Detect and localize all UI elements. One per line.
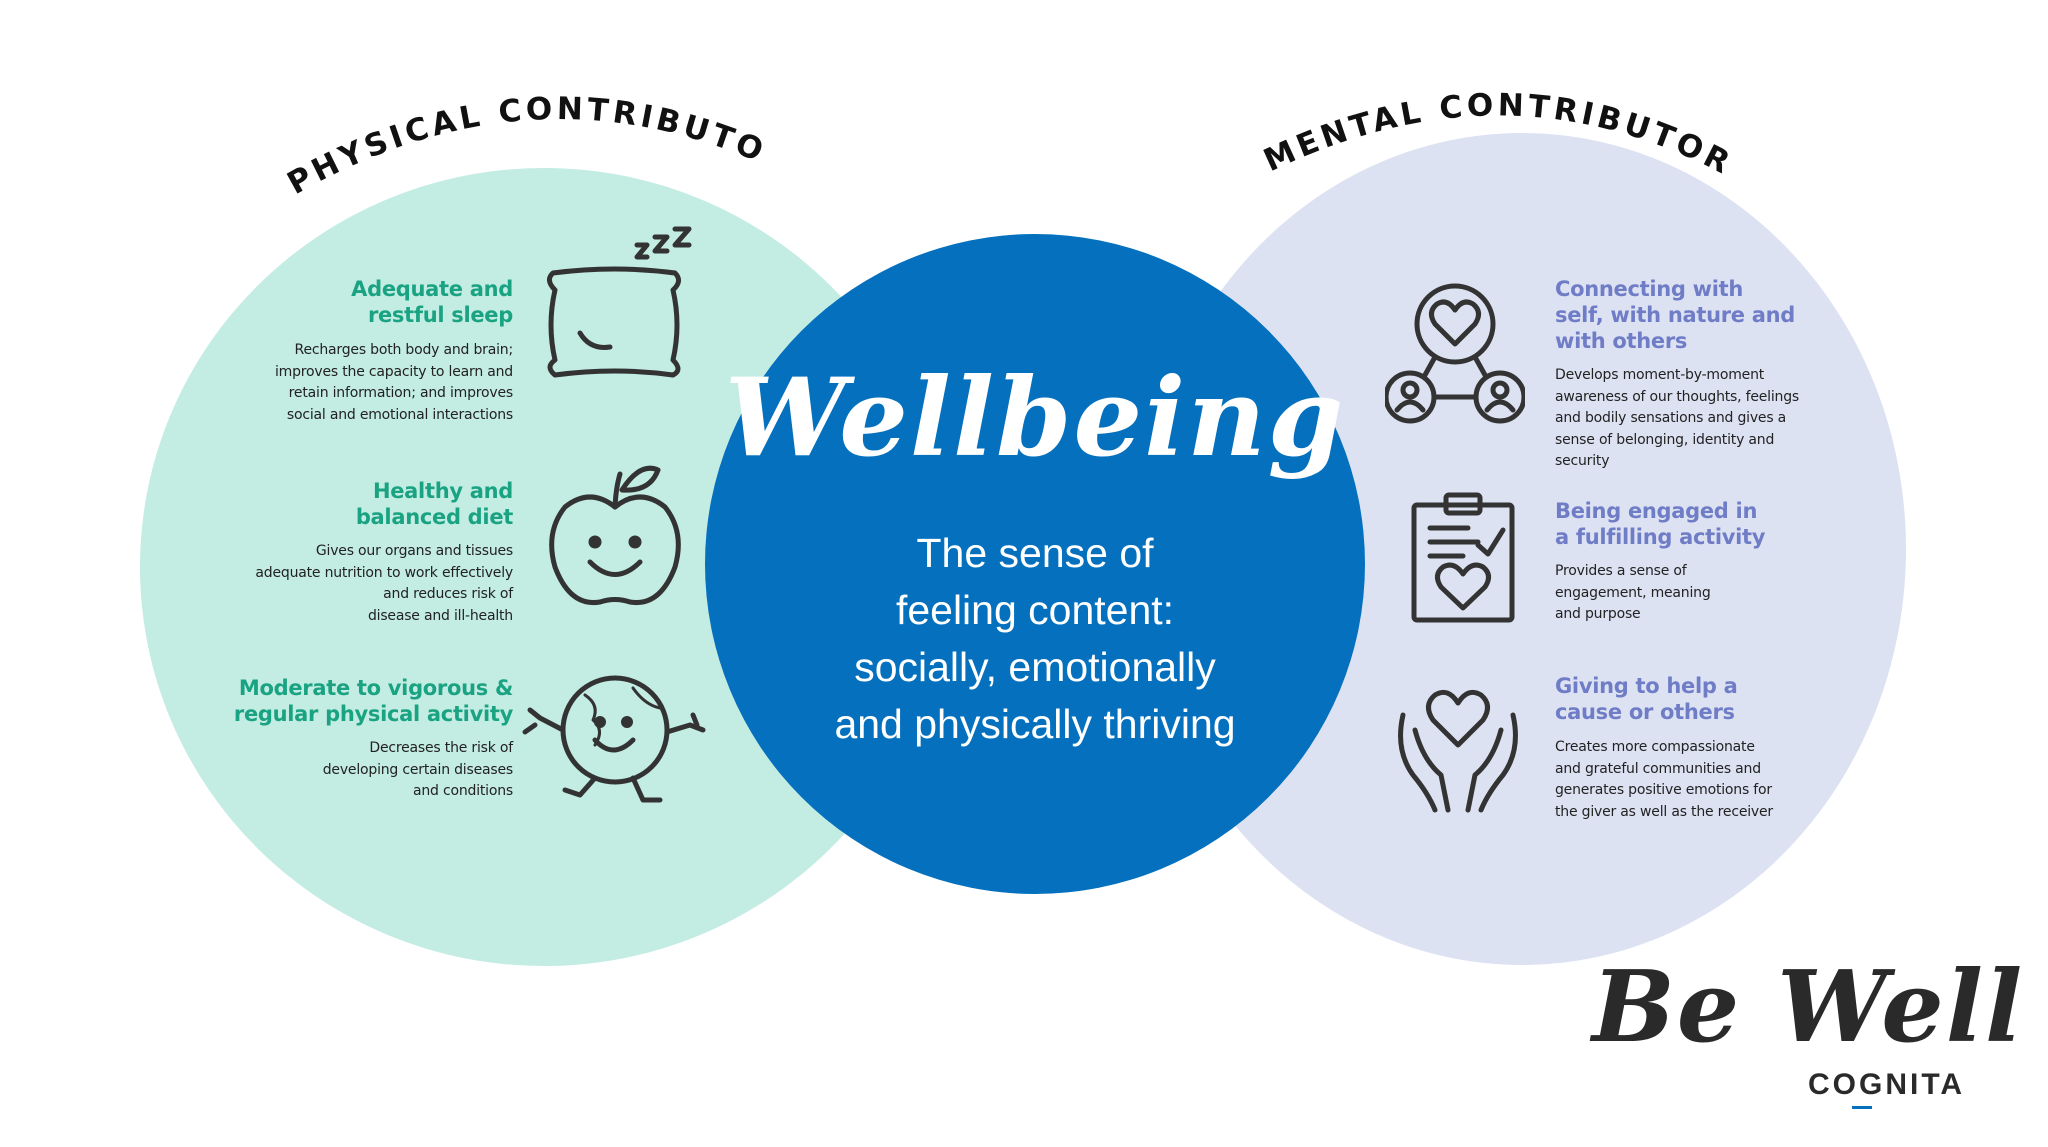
- cognita-logo: COGNITA: [1808, 1068, 1966, 1101]
- clipboard-heart-icon: [1411, 492, 1515, 623]
- wellbeing-description: The sense of feeling content: socially, …: [834, 530, 1236, 747]
- physical-item-desc-activity: Decreases the risk of developing certain…: [322, 740, 513, 799]
- physical-item-title-sleep: Adequate and restful sleep: [351, 277, 513, 327]
- mental-heading: MENTAL CONTRIBUTORS: [0, 0, 1739, 183]
- heart-people-network-icon: [1385, 283, 1525, 424]
- physical-item-desc-diet: Gives our organs and tissues adequate nu…: [255, 543, 513, 624]
- mental-item-title-connecting: Connecting with self, with nature and wi…: [1555, 277, 1795, 353]
- mental-item-desc-giving: Creates more compassionate and grateful …: [1555, 739, 1773, 820]
- physical-item-title-activity: Moderate to vigorous & regular physical …: [233, 676, 513, 726]
- mental-item-title-giving: Giving to help a cause or others: [1555, 674, 1738, 724]
- running-globe-icon: [522, 675, 706, 803]
- smiling-apple-icon: [549, 465, 681, 606]
- physical-heading: PHYSICAL CONTRIBUTORS: [0, 0, 772, 202]
- wellbeing-title: Wellbeing: [724, 355, 1346, 481]
- be-well-logo: Be Well: [1592, 950, 2025, 1065]
- wellbeing-circle: [705, 234, 1365, 894]
- pillow-zzz-icon: [547, 226, 692, 378]
- mental-item-title-engaged: Being engaged in a fulfilling activity: [1555, 499, 1766, 549]
- physical-item-title-diet: Healthy and balanced diet: [355, 479, 513, 529]
- cognita-logo-accent: [1852, 1106, 1872, 1109]
- mental-item-desc-connecting: Develops moment-by-moment awareness of o…: [1555, 367, 1800, 469]
- hands-heart-icon: [1398, 689, 1518, 813]
- physical-item-desc-sleep: Recharges both body and brain; improves …: [274, 342, 513, 423]
- mental-item-desc-engaged: Provides a sense of engagement, meaning …: [1555, 563, 1711, 622]
